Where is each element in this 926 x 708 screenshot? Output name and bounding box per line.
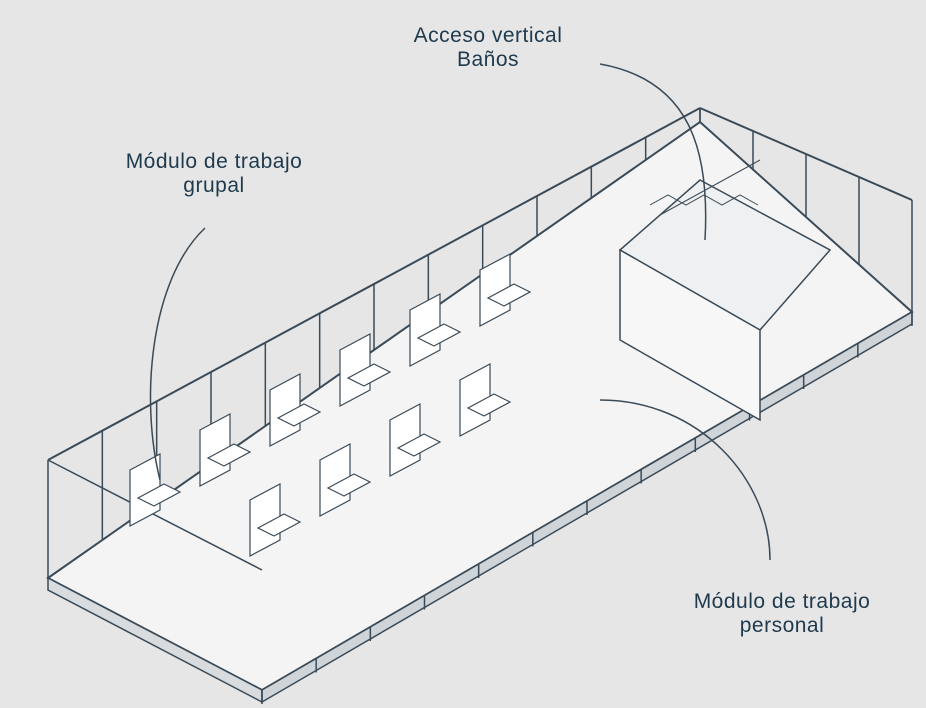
label-group-module-line2: grupal [183,174,245,197]
module-panel [389,403,421,477]
label-group-module-line1: Módulo de trabajo [125,150,303,173]
module-panel [269,373,301,447]
service-block-front [619,248,761,422]
module-desk [486,283,532,307]
structure-columns [47,108,913,704]
label-vertical-access-line1: Acceso vertical [413,24,563,47]
label-vertical-access-line2: Baños [456,48,520,71]
module-panel [409,293,441,367]
module-desk [346,363,392,387]
module-panel [479,253,511,327]
work-modules [129,253,532,557]
module-panel [459,363,491,437]
module-desk [396,433,442,457]
leader-personal-module [599,399,771,561]
module-panel [319,443,351,517]
leader-group-module [149,227,206,481]
front-wall-plate [47,459,263,571]
label-group-module: Módulo de trabajo grupal [80,150,348,198]
module-desk [416,323,462,347]
stair-icon [649,159,761,216]
module-panel [199,413,231,487]
module-panel [249,483,281,557]
module-desk [136,483,182,507]
label-vertical-access: Acceso vertical Baños [382,24,594,72]
module-desk [256,513,302,537]
module-desk [466,393,512,417]
label-personal-module-line1: Módulo de trabajo [693,590,871,613]
module-panel [339,333,371,407]
module-desk [276,403,322,427]
module-desk [206,443,252,467]
label-personal-module: Módulo de trabajo personal [648,590,916,638]
label-personal-module-line2: personal [739,614,825,637]
module-desk [326,473,372,497]
leader-vertical-access [599,63,707,241]
module-panel [129,453,161,527]
